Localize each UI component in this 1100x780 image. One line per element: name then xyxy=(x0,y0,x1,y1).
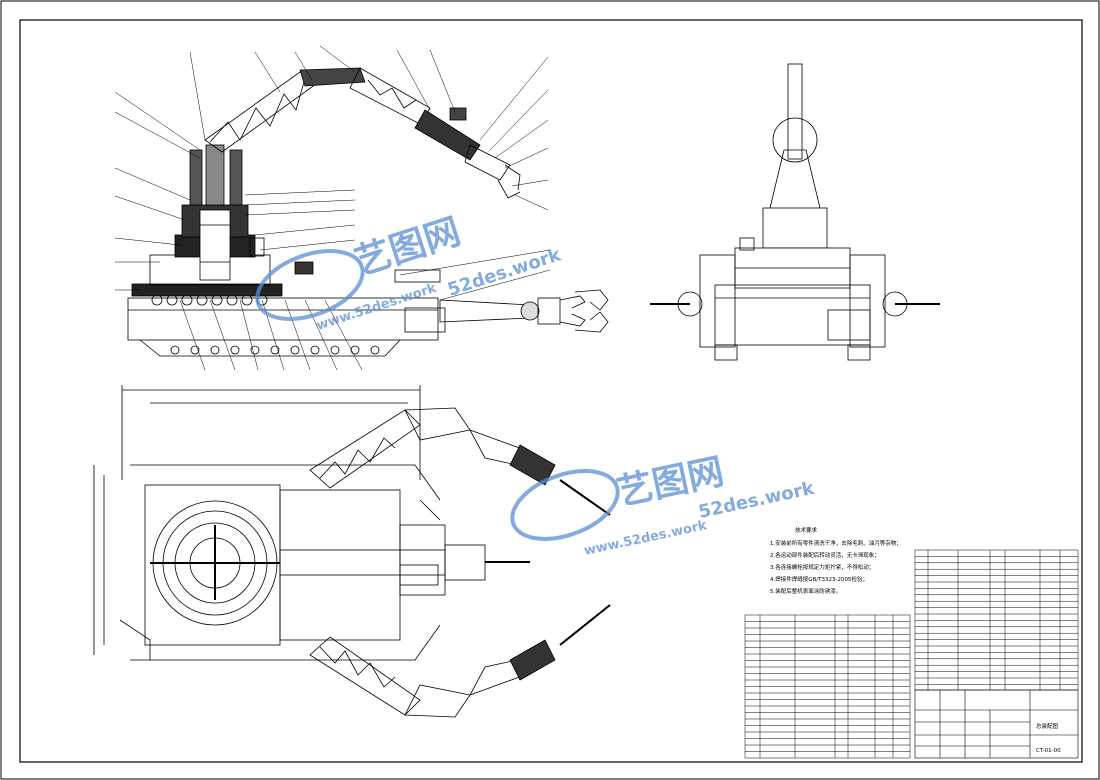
top-view xyxy=(93,385,611,718)
tech-req-item: 3.各连接螺栓按规定力矩拧紧，不得松动； xyxy=(770,563,874,571)
tech-req-item: 2.各运动部件装配后转动灵活，无卡滞现象； xyxy=(770,551,880,559)
front-view xyxy=(127,67,609,357)
title-block xyxy=(914,689,1079,759)
tech-requirements: 技术要求 1.安装前所有零件清洗干净，去除毛刺、油污等杂物； 2.各运动部件装配… xyxy=(770,526,902,595)
parts-list-right xyxy=(914,549,1079,691)
drawing-title: 总装配图 xyxy=(1036,722,1059,730)
tech-req-item: 1.安装前所有零件清洗干净，去除毛刺、油污等杂物； xyxy=(770,539,902,547)
tech-req-item: 5.装配后整机表面涂防锈漆。 xyxy=(770,587,841,595)
drawing-number: CT-01-00 xyxy=(1036,748,1061,754)
parts-list-left xyxy=(744,614,911,759)
tech-req-item: 4.焊接件焊缝按GB/T3323-2005检验； xyxy=(770,575,868,583)
track-wheels xyxy=(151,294,380,355)
inner-border xyxy=(19,19,1083,763)
side-view xyxy=(650,63,940,361)
tech-req-title: 技术要求 xyxy=(795,526,818,534)
front-view-leaders xyxy=(114,45,551,371)
